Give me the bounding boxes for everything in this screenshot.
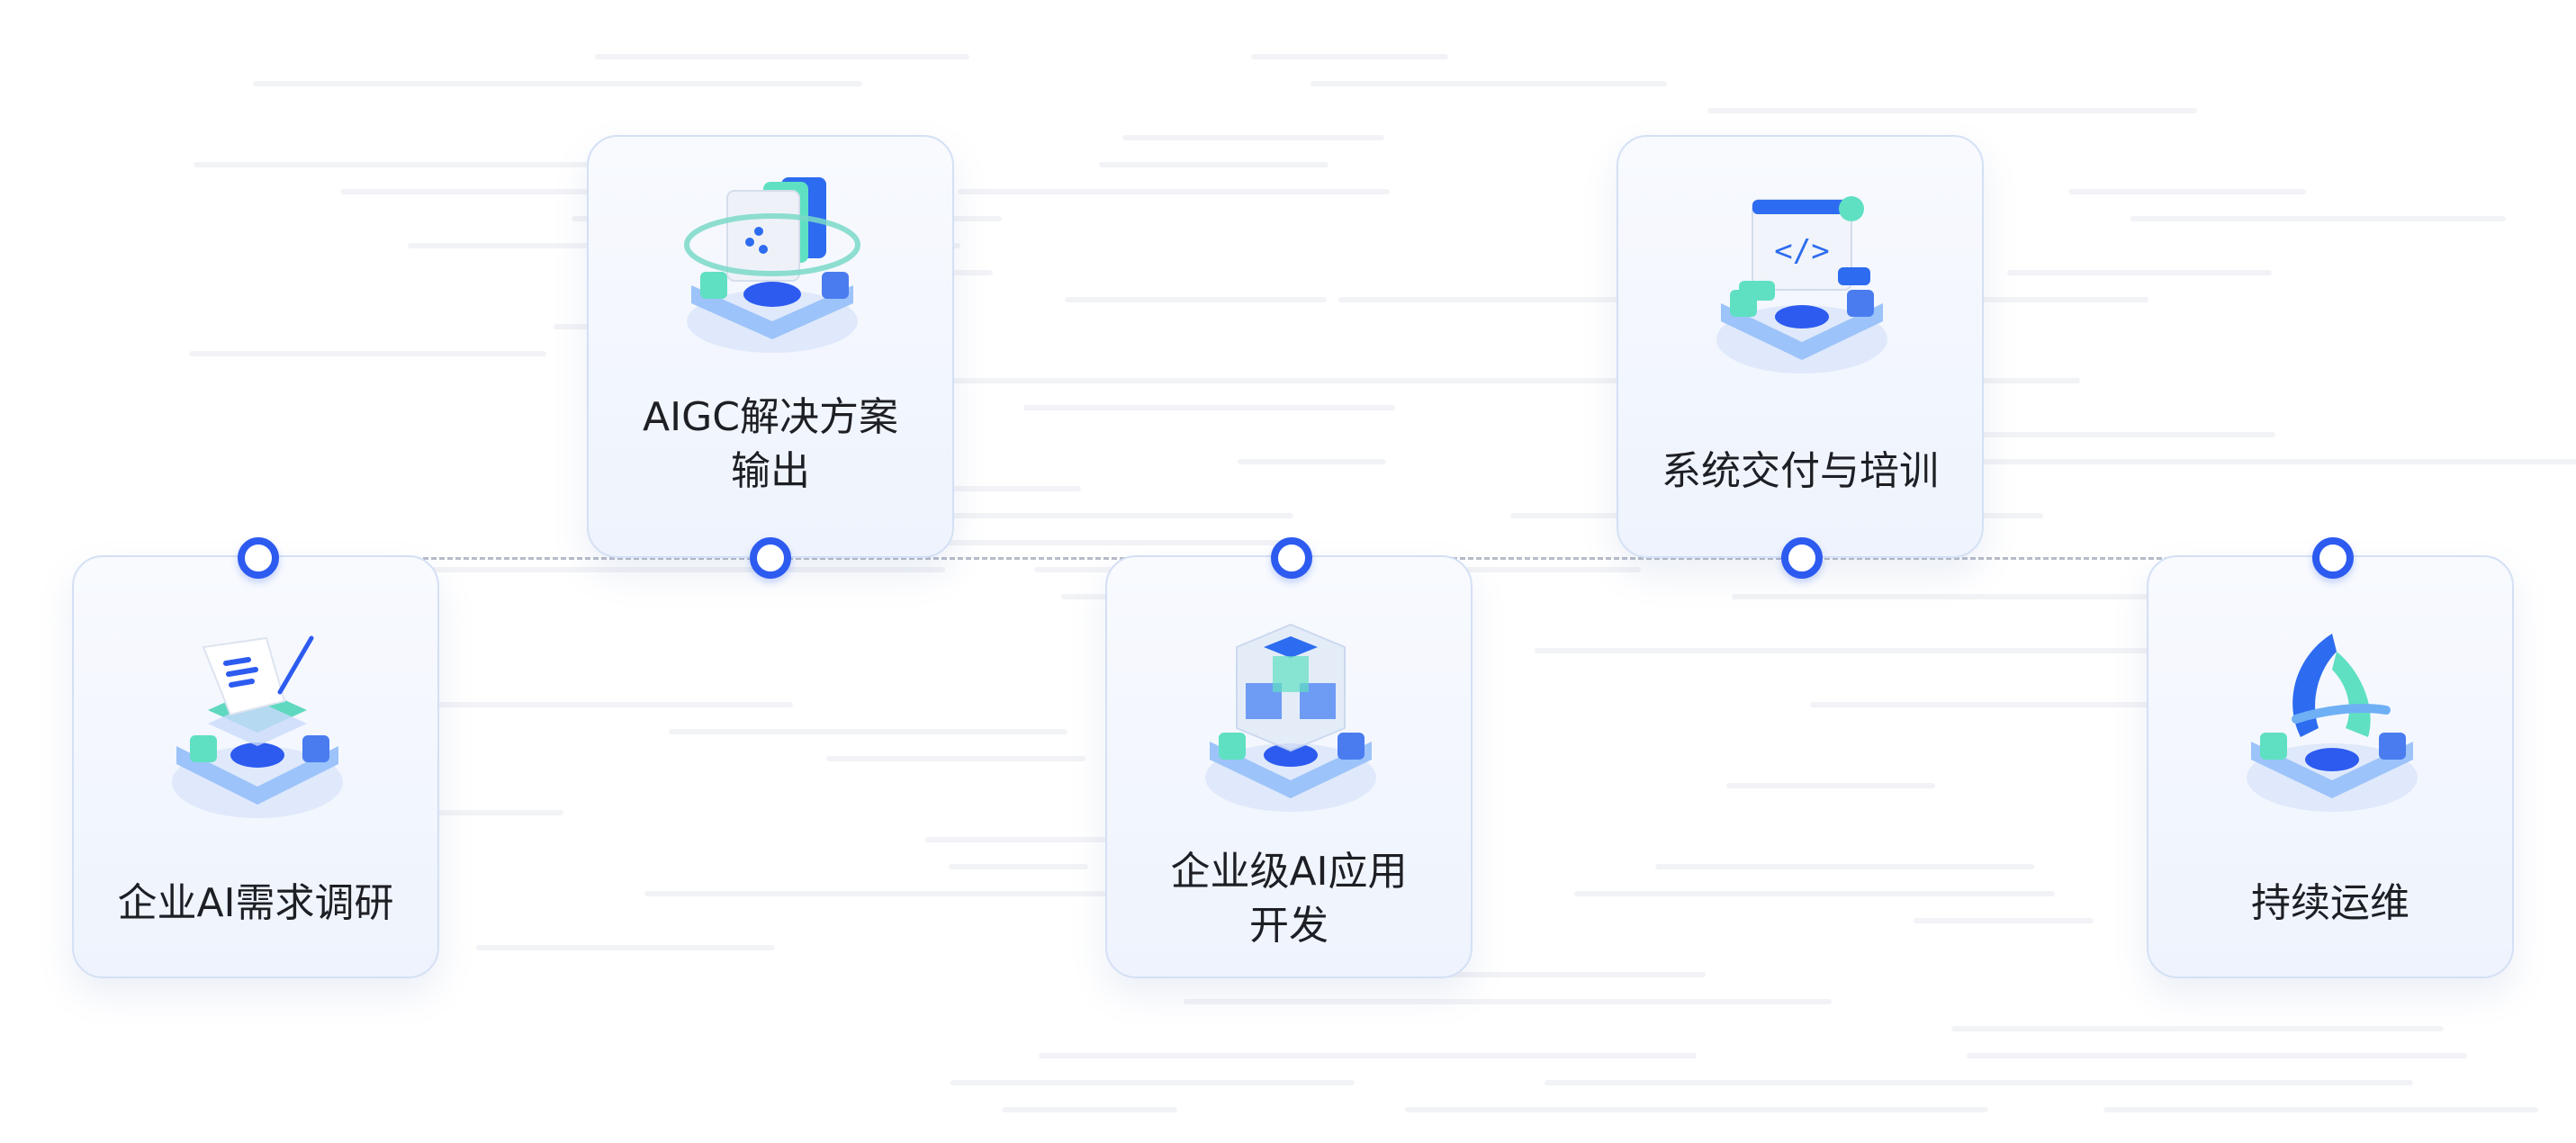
loop-icon <box>2247 634 2418 812</box>
background-line <box>339 189 716 194</box>
background-line <box>1039 1053 1697 1058</box>
background-line <box>1121 135 1384 140</box>
background-line <box>1732 594 2352 599</box>
step-card-delivery-training: </> 系统交付与培训 <box>1617 135 1984 558</box>
step-card-ongoing-maintenance: 持续运维 <box>2147 555 2514 978</box>
background-line <box>1545 1080 2105 1085</box>
step-label: 系统交付与培训 <box>1662 448 1939 494</box>
background-line <box>830 486 1082 491</box>
background-line <box>644 891 974 896</box>
step-card-aigc-solution: AIGC解决方案 输出 <box>587 135 954 558</box>
background-line <box>2103 1107 2539 1112</box>
step-card-enterprise-ai-dev: 企业级AI应用 开发 <box>1105 555 1473 978</box>
background-line <box>1338 297 1690 302</box>
background-line <box>1064 297 1328 302</box>
background-line <box>826 756 1086 761</box>
background-line <box>642 513 1294 518</box>
background-line <box>1914 918 2094 923</box>
step-label: AIGC解决方案 <box>643 394 898 440</box>
background-line <box>1534 648 2026 653</box>
background-line <box>194 162 836 167</box>
background-line <box>1707 108 2198 113</box>
background-line <box>1809 702 2400 707</box>
background-line <box>1809 648 2036 653</box>
background-line <box>948 864 1088 869</box>
background-line <box>1116 378 1489 383</box>
code-window-icon: </> <box>1716 196 1887 374</box>
background-line <box>958 189 1391 194</box>
background-line <box>2068 189 2306 194</box>
background-line <box>1332 972 1706 977</box>
background-line <box>1310 81 1668 86</box>
background-line <box>1655 864 2035 869</box>
background-line <box>1001 1107 1177 1112</box>
timeline-node-3 <box>1271 537 1312 579</box>
background-line <box>1966 1053 2468 1058</box>
timeline-node-5 <box>2312 537 2354 579</box>
background-line <box>950 1080 1355 1085</box>
background-line <box>391 702 794 707</box>
step-label-line2: 输出 <box>731 448 810 494</box>
step-label-line2: 开发 <box>1249 903 1329 949</box>
background-line <box>1098 162 1329 167</box>
background-line <box>1574 891 2055 896</box>
timeline-node-4 <box>1781 537 1823 579</box>
background-line <box>252 81 862 86</box>
background-line <box>924 837 1120 842</box>
background-line <box>2007 270 2272 275</box>
folders-share-icon <box>684 177 860 353</box>
background-line <box>834 540 1286 545</box>
background-line <box>1238 459 1386 464</box>
background-line <box>1183 999 1546 1004</box>
step-label: 持续运维 <box>2251 880 2409 926</box>
document-pen-icon <box>172 635 343 818</box>
background-line <box>1726 783 1936 788</box>
background-line <box>2130 216 2507 221</box>
background-line <box>1404 1107 1988 1112</box>
background-line <box>595 54 970 59</box>
background-line <box>1983 1080 2414 1085</box>
cube-icon <box>1205 623 1376 812</box>
svg-text:</>: </> <box>1774 233 1829 269</box>
background-line <box>1250 54 1449 59</box>
background-line <box>2008 459 2576 464</box>
timeline-node-2 <box>750 537 791 579</box>
timeline-node-1 <box>238 537 279 579</box>
background-line <box>275 567 945 572</box>
background-line <box>188 351 546 356</box>
step-label: 企业级AI应用 <box>1170 849 1408 895</box>
background-line <box>475 945 775 950</box>
background-line <box>1022 405 1396 410</box>
background-line <box>669 729 1067 734</box>
step-card-requirements-research: 企业AI需求调研 <box>72 555 439 978</box>
step-label: 企业AI需求调研 <box>117 880 394 926</box>
background-line <box>1950 1026 2444 1031</box>
